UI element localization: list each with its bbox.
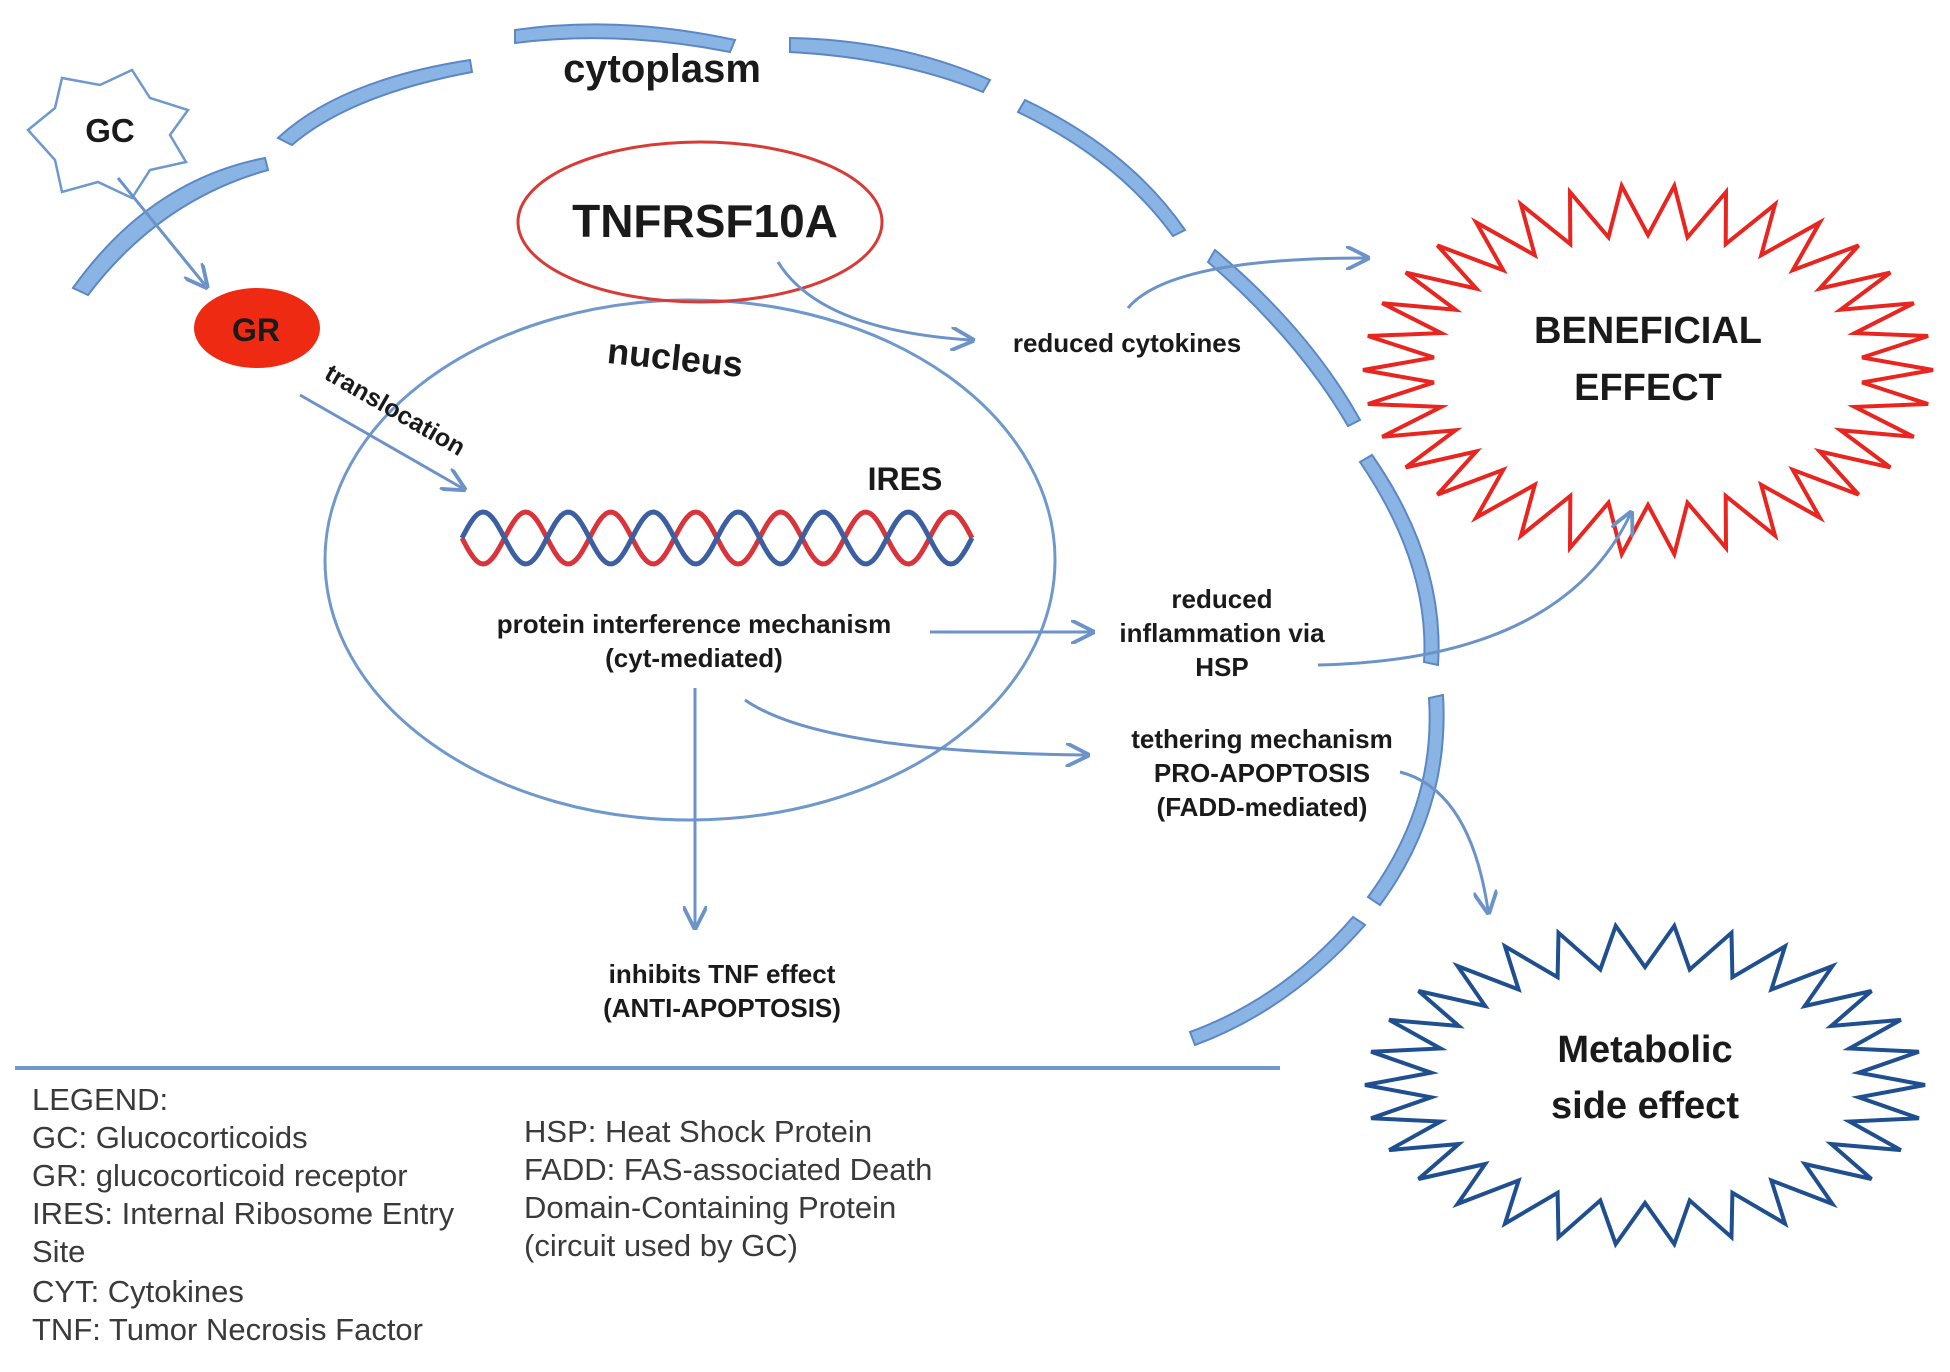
legend: LEGEND: GC: Glucocorticoids GR: glucocor… [32,1082,932,1347]
cytoplasm-label: cytoplasm [563,47,761,91]
legend-entry: LEGEND: [32,1082,168,1117]
tnfrsf10a-label: TNFRSF10A [572,195,838,247]
tethering-line3: (FADD-mediated) [1157,792,1368,822]
reduced-inflammation-line3: HSP [1195,652,1248,682]
legend-entry: FADD: FAS-associated Death [524,1152,932,1187]
gr-label: GR [232,312,280,348]
gr-receptor-shape [194,288,320,368]
tethering-line2: PRO-APOPTOSIS [1154,758,1370,788]
cytokines-to-beneficial-arrow [1126,258,1365,309]
cell-membrane [71,23,1445,1047]
membrane-segment [1206,248,1362,428]
reduced-inflammation-line1: reduced [1171,584,1272,614]
inflammation-to-beneficial-arrow [1317,515,1630,667]
tnfrsf10a-outline [516,140,884,304]
membrane-segment [71,156,270,297]
legend-entry: GR: glucocorticoid receptor [32,1158,408,1193]
beneficial-effect-line2: EFFECT [1574,367,1722,409]
membrane-segment [514,23,737,54]
reduced-inflammation-line2: inflammation via [1119,618,1325,648]
membrane-segment [1358,453,1440,667]
nucleus-to-tethering-arrow [744,698,1085,755]
tethering-to-metabolic-arrow [1399,770,1488,910]
gc-star-shape [26,68,191,200]
gc-to-gr-arrow [116,177,205,285]
reduced-cytokines-label: reduced cytokines [1013,328,1241,358]
protein-interference-label: protein interference mechanism [497,609,891,639]
pathway-arrows [116,177,1630,925]
membrane-segment [789,36,992,94]
membrane-segment [1016,98,1187,238]
metabolic-side-effect-line2: side effect [1551,1085,1739,1127]
nucleus-envelope [323,298,1057,822]
legend-entry: GC: Glucocorticoids [32,1120,308,1155]
beneficial-effect-starburst [1362,180,1934,560]
legend-entry: CYT: Cytokines [32,1274,244,1309]
membrane-segment [276,58,474,147]
legend-entry: Domain-Containing Protein [524,1190,896,1225]
gc-label: GC [85,112,135,149]
cyt-mediated-label: (cyt-mediated) [605,643,783,673]
legend-entry: (circuit used by GC) [524,1228,798,1263]
nucleus-label: nucleus [605,330,745,385]
ires-label: IRES [868,461,943,497]
membrane-segment [1366,693,1445,907]
metabolic-side-effect-starburst [1364,921,1926,1249]
legend-entry: Site [32,1234,85,1269]
translocation-arrow [299,393,462,488]
legend-entry: TNF: Tumor Necrosis Factor [32,1312,423,1347]
inhibits-tnf-line1: inhibits TNF effect [609,959,836,989]
inhibits-tnf-line2: (ANTI-APOPTOSIS) [603,993,841,1023]
tnfrsf-to-cytokines-arrow [776,261,970,340]
legend-entry: IRES: Internal Ribosome Entry [32,1196,455,1231]
metabolic-side-effect-line1: Metabolic [1557,1029,1732,1071]
tethering-line1: tethering mechanism [1131,724,1393,754]
translocation-label: translocation [320,359,470,462]
beneficial-effect-line1: BENEFICIAL [1534,310,1762,352]
membrane-segment [1188,915,1367,1047]
dna-helix [459,509,975,567]
legend-entry: HSP: Heat Shock Protein [524,1114,872,1149]
